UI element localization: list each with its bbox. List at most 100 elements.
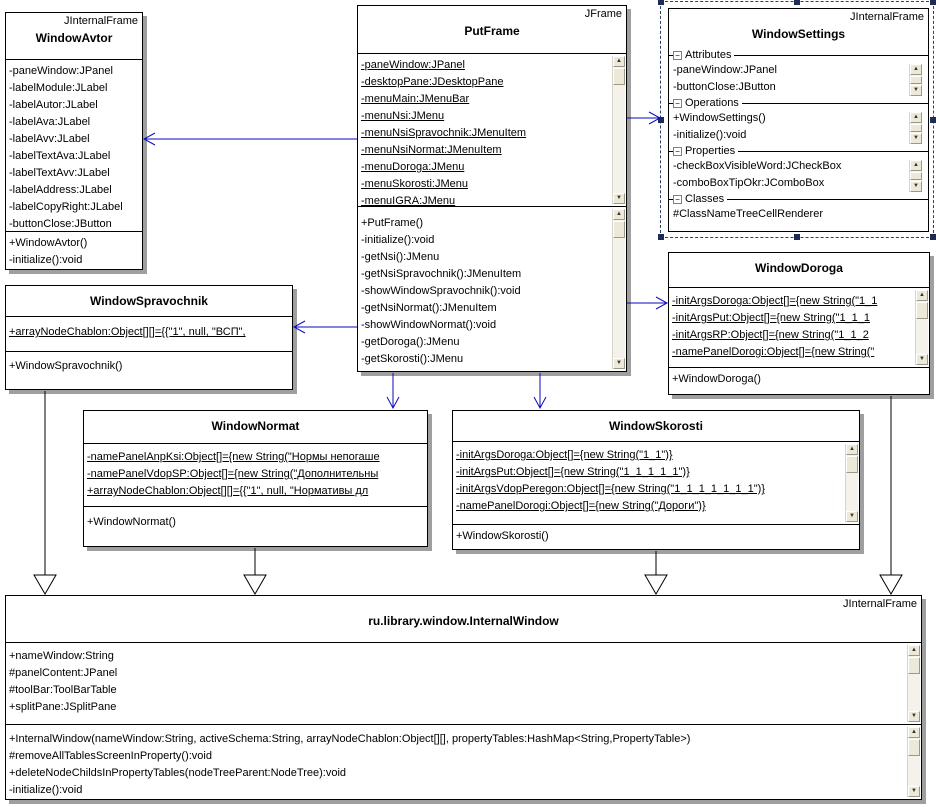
attributes-scrollbar[interactable]: ▲ ▼	[907, 645, 920, 722]
methods-scrollbar[interactable]: ▲ ▼	[907, 727, 920, 797]
scroll-up-button[interactable]: ▲	[910, 112, 922, 123]
member-line: -namePanelVdopSP:Object[]={new String("Д…	[87, 468, 379, 480]
member-line: -checkBoxVisibleWord:JCheckBox	[673, 160, 842, 172]
scrollbar-thumb[interactable]	[613, 221, 625, 238]
class-name: WindowSkorosti	[609, 419, 703, 433]
dependency-putframe-to-windowskorosti[interactable]	[533, 373, 547, 410]
scroll-down-button[interactable]: ▼	[910, 133, 922, 144]
dependency-putframe-to-windowspravochnik[interactable]	[292, 320, 357, 334]
generalization-windownormat-to-internalwindow[interactable]	[243, 548, 267, 595]
dependency-putframe-to-windowdoroga[interactable]	[627, 296, 669, 310]
scroll-down-button[interactable]: ▼	[910, 181, 922, 192]
section-operations: − Operations +WindowSettings()-initializ…	[669, 96, 928, 144]
attributes-scrollbar[interactable]: ▲ ▼	[612, 56, 625, 204]
dependency-putframe-to-windowavtor[interactable]	[142, 132, 357, 146]
scrollbar-thumb[interactable]	[908, 739, 920, 756]
scroll-up-button[interactable]: ▲	[846, 444, 858, 455]
scrollbar-thumb[interactable]	[910, 124, 922, 132]
method-list: +PutFrame()-initialize():void-getNsi():J…	[361, 215, 626, 368]
member-line: -labelTextAvv:JLabel	[9, 167, 110, 179]
generalization-windowdoroga-to-internalwindow[interactable]	[879, 396, 903, 595]
divider	[669, 54, 673, 56]
methods-compartment: +WindowDoroga()	[669, 367, 929, 394]
scroll-up-button[interactable]: ▲	[613, 209, 625, 220]
scroll-down-button[interactable]: ▼	[613, 358, 625, 369]
scrollbar-thumb[interactable]	[910, 76, 922, 84]
section-members: -checkBoxVisibleWord:JCheckBox-comboBoxT…	[669, 158, 928, 192]
class-window-normat[interactable]: WindowNormat -namePanelAnpKsi:Object[]={…	[83, 410, 428, 547]
selection-handle[interactable]	[930, 116, 936, 123]
class-window-avtor[interactable]: JInternalFrame WindowAvtor -paneWindow:J…	[5, 12, 143, 270]
class-window-settings[interactable]: JInternalFrame WindowSettings − Attribut…	[668, 8, 929, 232]
member-line: -labelTextAva:JLabel	[9, 150, 111, 162]
member-line: -initArgsRP:Object[]={new String("1_1_2	[672, 329, 869, 341]
section-scrollbar[interactable]: ▲ ▼	[909, 160, 922, 192]
scrollbar-thumb[interactable]	[916, 302, 928, 319]
class-putframe[interactable]: JFrame PutFrame -paneWindow:JPanel-deskt…	[357, 5, 627, 372]
scroll-down-button[interactable]: ▼	[846, 511, 858, 522]
member-line: -paneWindow:JPanel	[361, 59, 465, 71]
collapse-icon[interactable]: −	[673, 194, 682, 204]
member-line: -desktopPane:JDesktopPane	[361, 76, 504, 88]
scrollbar-thumb[interactable]	[846, 456, 858, 473]
class-internal-window[interactable]: JInternalFrame ru.library.window.Interna…	[5, 595, 922, 800]
member-line: -paneWindow:JPanel	[9, 65, 113, 77]
section-scrollbar[interactable]: ▲ ▼	[909, 112, 922, 144]
section-header[interactable]: − Properties	[669, 144, 928, 158]
scrollbar-thumb[interactable]	[908, 657, 920, 674]
class-window-skorosti[interactable]: WindowSkorosti -initArgsDoroga:Object[]=…	[452, 410, 860, 550]
dependency-putframe-to-windowsettings[interactable]	[627, 111, 662, 125]
member-line: +deleteNodeChildsInPropertyTables(nodeTr…	[9, 767, 347, 779]
stereotype-label: JInternalFrame	[64, 15, 138, 27]
scroll-up-button[interactable]: ▲	[908, 645, 920, 656]
selection-frame[interactable]	[658, 0, 936, 240]
scroll-up-button[interactable]: ▲	[908, 727, 920, 738]
class-name: WindowSettings	[751, 27, 846, 41]
scroll-up-button[interactable]: ▲	[910, 64, 922, 75]
class-window-doroga[interactable]: WindowDoroga -initArgsDoroga:Object[]={n…	[668, 252, 930, 395]
scroll-down-button[interactable]: ▼	[916, 354, 928, 365]
scroll-down-button[interactable]: ▼	[908, 786, 920, 797]
attributes-scrollbar[interactable]: ▲ ▼	[915, 290, 928, 365]
generalization-windowskorosti-to-internalwindow[interactable]	[644, 551, 668, 595]
selection-handle[interactable]	[658, 0, 664, 5]
selection-handle[interactable]	[794, 0, 800, 5]
scrollbar-thumb[interactable]	[910, 172, 922, 180]
class-header: WindowNormat	[84, 411, 427, 443]
section-scrollbar[interactable]: ▲ ▼	[909, 64, 922, 96]
attributes-compartment: -paneWindow:JPanel -desktopPane:JDesktopP…	[358, 53, 626, 206]
scroll-up-button[interactable]: ▲	[910, 160, 922, 171]
member-line: -initialize():void	[9, 784, 83, 796]
methods-compartment: +WindowSpravochnik()	[6, 351, 292, 389]
class-window-spravochnik[interactable]: WindowSpravochnik +arrayNodeChablon:Obje…	[5, 285, 293, 390]
collapse-icon[interactable]: −	[673, 98, 682, 108]
attributes-scrollbar[interactable]: ▲ ▼	[845, 444, 858, 522]
section-header[interactable]: − Classes	[669, 192, 928, 206]
collapse-icon[interactable]: −	[673, 50, 682, 60]
generalization-windowspravochnik-to-internalwindow[interactable]	[33, 391, 57, 595]
collapse-icon[interactable]: −	[673, 146, 682, 156]
scroll-down-button[interactable]: ▼	[910, 85, 922, 96]
member-line: -namePanelDorogi:Object[]={new String("	[672, 346, 875, 358]
stereotype-label: JFrame	[584, 8, 622, 20]
dependency-putframe-to-windownormat[interactable]	[386, 373, 400, 410]
class-header: WindowSpravochnik	[6, 286, 292, 316]
section-header[interactable]: − Attributes	[669, 48, 928, 62]
selection-handle[interactable]	[658, 234, 664, 240]
section-header[interactable]: − Operations	[669, 96, 928, 110]
selection-handle[interactable]	[658, 116, 664, 123]
attributes-compartment: -initArgsDoroga:Object[]={new String("1_…	[669, 287, 929, 367]
methods-scrollbar[interactable]: ▲ ▼	[612, 209, 625, 369]
section-members: -paneWindow:JPanel-buttonClose:JButton	[669, 62, 928, 96]
scroll-up-button[interactable]: ▲	[613, 56, 625, 67]
selection-handle[interactable]	[930, 234, 936, 240]
section-properties: − Properties -checkBoxVisibleWord:JCheck…	[669, 144, 928, 192]
scroll-up-button[interactable]: ▲	[916, 290, 928, 301]
scroll-down-button[interactable]: ▼	[613, 193, 625, 204]
selection-handle[interactable]	[930, 0, 936, 5]
scrollbar-thumb[interactable]	[613, 68, 625, 85]
member-line: -initArgsDoroga:Object[]={new String("1_…	[456, 449, 673, 461]
selection-handle[interactable]	[794, 234, 800, 240]
scroll-down-button[interactable]: ▼	[908, 711, 920, 722]
